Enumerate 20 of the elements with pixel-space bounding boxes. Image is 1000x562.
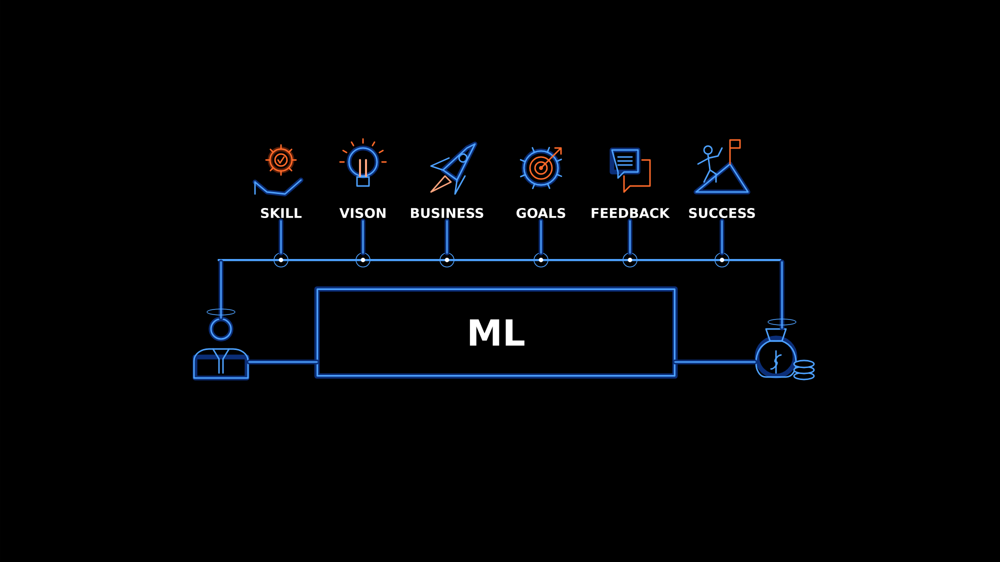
item-label: SUCCESS xyxy=(689,208,755,218)
connector xyxy=(628,218,632,256)
text-box: ML xyxy=(314,286,678,379)
connector xyxy=(360,218,366,256)
connector xyxy=(444,218,450,256)
bus-line xyxy=(218,252,782,268)
connector xyxy=(246,360,320,364)
item-label: BUSINESS xyxy=(411,208,484,218)
connector xyxy=(538,218,544,256)
person-icon xyxy=(192,316,250,380)
connector xyxy=(278,218,284,256)
money-bag-icon xyxy=(754,328,815,380)
connector xyxy=(672,360,758,364)
item-label: GOALS xyxy=(516,208,566,218)
item-label: FEEDBACK xyxy=(592,208,670,218)
connector xyxy=(780,260,784,330)
item-label: VISON xyxy=(339,208,386,218)
item-label: SKILL xyxy=(261,208,302,218)
connector xyxy=(218,260,224,320)
connector xyxy=(720,218,724,256)
